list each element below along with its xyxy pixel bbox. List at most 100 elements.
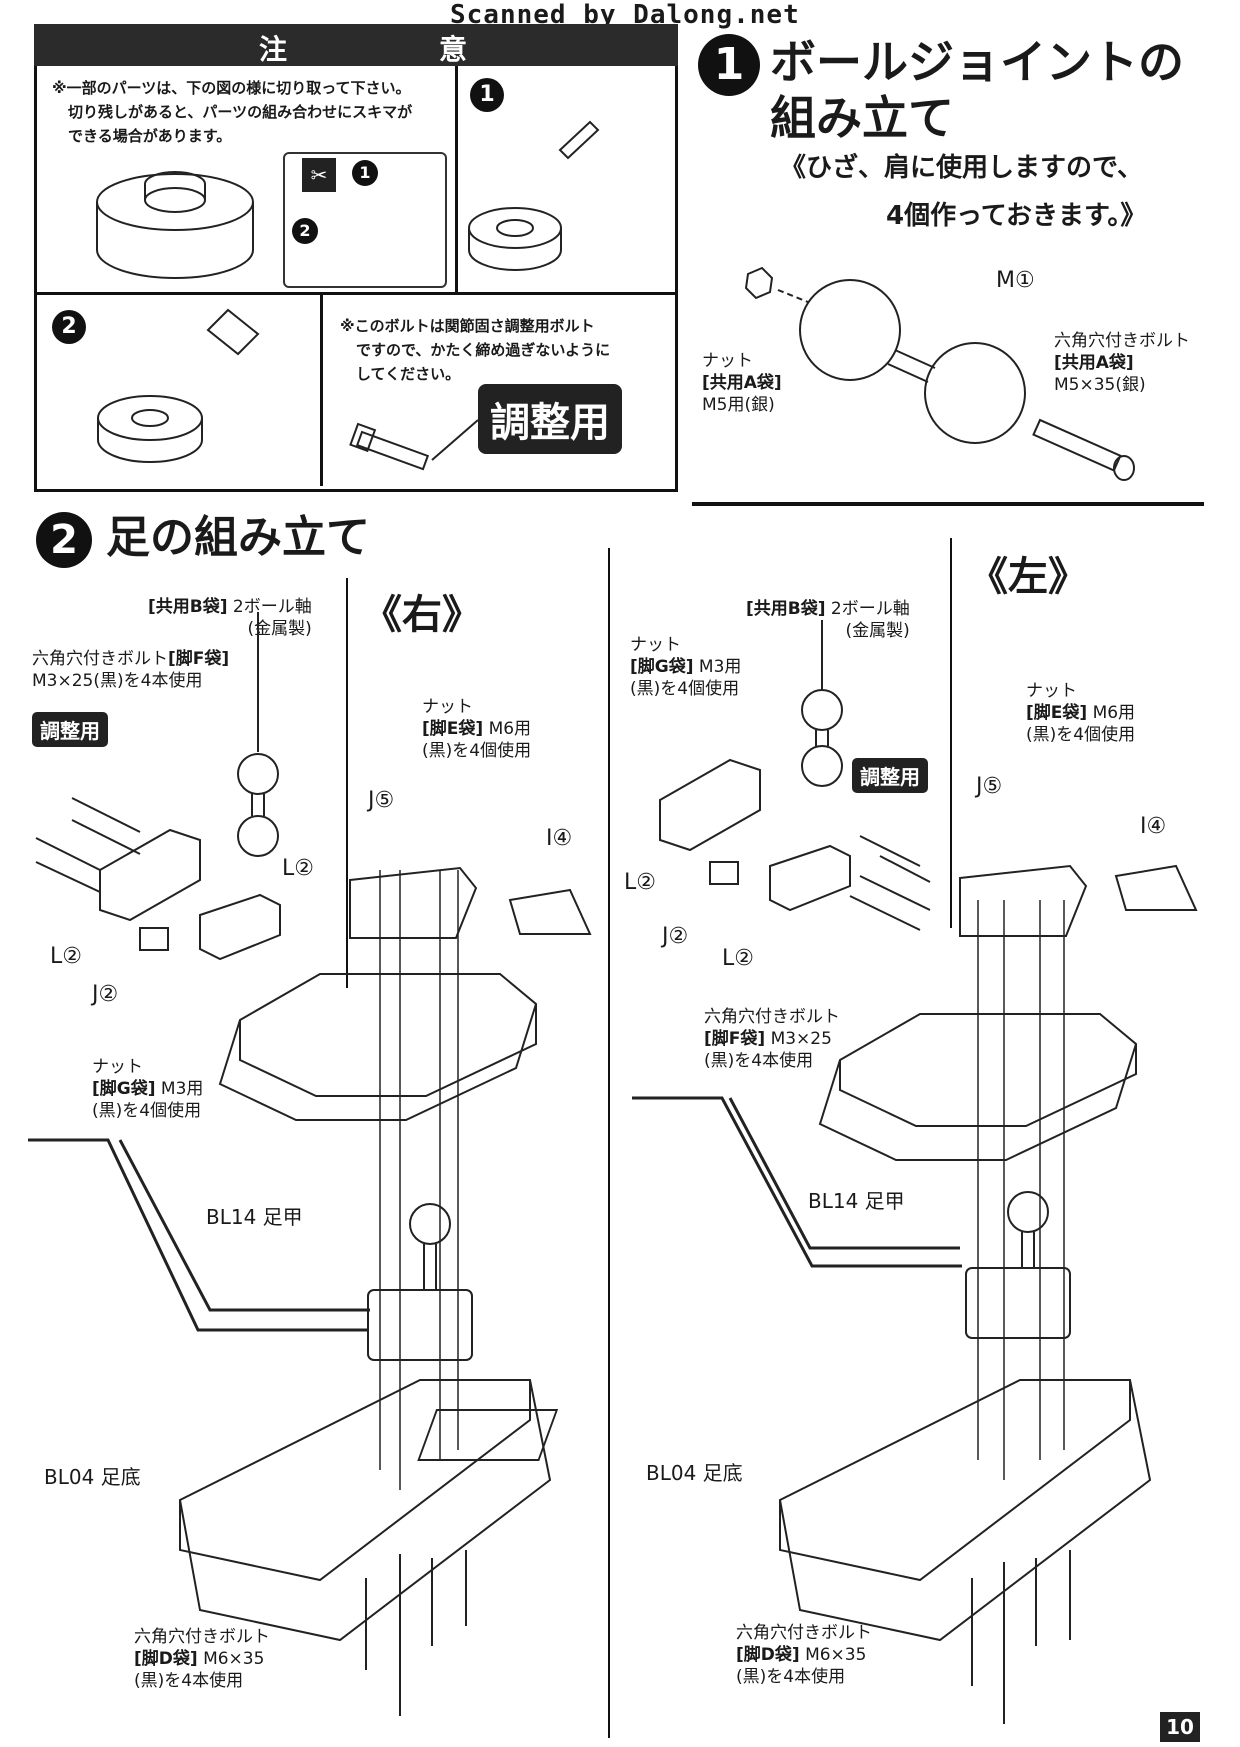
right-nut-e-bag: [脚E袋] xyxy=(422,719,484,739)
left-part-i4: I④ xyxy=(1140,814,1167,839)
section-1-subtitle-1: 《ひざ、肩に使用しますので、 xyxy=(780,153,1143,183)
right-nut-e-spec: M6用 xyxy=(488,719,532,739)
left-bolt-f-spec: M3×25 xyxy=(770,1029,832,1049)
left-part-j5: J⑤ xyxy=(976,774,1003,799)
left-bolt-f-bag: [脚F袋] xyxy=(704,1029,766,1049)
right-nut-g-name: ナット xyxy=(92,1057,143,1077)
bolt-note-line: してください。 xyxy=(356,365,461,383)
left-nut-g-spec: M3用 xyxy=(698,657,742,677)
left-nut-g-name: ナット xyxy=(630,635,681,655)
left-side-heading: 《左》 xyxy=(968,554,1088,600)
left-inner-divider xyxy=(950,538,952,928)
left-ankle-joint-illustration xyxy=(965,1191,1071,1339)
section-1-title: ボールジョイントの 組み立て xyxy=(770,34,1184,146)
left-nut-e-spec: M6用 xyxy=(1092,703,1136,723)
right-ball-shaft-name: 2ボール軸 xyxy=(232,597,312,617)
caution-cut-ring-step1 xyxy=(468,120,600,271)
left-nut-e-name: ナット xyxy=(1026,681,1077,701)
right-bolt-d-name: 六角穴付きボルト xyxy=(134,1627,270,1647)
section-2-center-divider xyxy=(608,548,610,1738)
bolt-caution-note: ※このボルトは関節固さ調整用ボルト ですので、かたく締め過ぎないように してくだ… xyxy=(340,314,610,386)
adjust-bolt-tag: 調整用 xyxy=(478,384,622,454)
left-part-l2-b: L② xyxy=(722,946,754,971)
right-ball-shaft-material: (金属製) xyxy=(247,619,312,639)
right-nut-e-label: ナット [脚E袋] M6用 (黒)を4個使用 xyxy=(422,696,531,762)
section-2-title: 足の組み立て xyxy=(106,512,370,563)
right-adjust-tag: 調整用 xyxy=(32,712,108,747)
right-bolt-d-spec: M6×35 xyxy=(203,1649,265,1669)
right-bolt-f-name: 六角穴付きボルト xyxy=(32,649,168,669)
cut-point-1-badge: 1 xyxy=(352,160,378,186)
left-part-j2: J② xyxy=(662,924,689,949)
right-part-i4: I④ xyxy=(546,826,573,851)
right-bolt-f-label: 六角穴付きボルト[脚F袋] M3×25(黒)を4本使用 xyxy=(32,648,229,692)
right-foot-sole-label: BL04 足底 xyxy=(44,1465,141,1489)
bolt-a-spec: M5×35(銀) xyxy=(1054,375,1146,395)
caution-cut-ring-step2 xyxy=(97,308,260,463)
left-foot-sole-illustration xyxy=(417,1379,1152,1724)
left-bolt-f-use: (黒)を4本使用 xyxy=(704,1051,814,1071)
left-ankle-bracket-illustration xyxy=(659,758,931,931)
page-number: 10 xyxy=(1160,1712,1200,1742)
right-nut-e-name: ナット xyxy=(422,697,473,717)
left-adjust-tag: 調整用 xyxy=(852,758,928,793)
right-ankle-bracket-illustration xyxy=(35,797,281,961)
nut-a-spec: M5用(銀) xyxy=(702,395,775,415)
right-foot-top-illustration xyxy=(218,866,592,1121)
bolt-note-line: ※このボルトは関節固さ調整用ボルト xyxy=(340,317,595,335)
cut-point-2-badge: 2 xyxy=(292,218,318,244)
right-bolt-d-label: 六角穴付きボルト [脚D袋] M6×35 (黒)を4本使用 xyxy=(134,1626,270,1692)
caution-note-line: できる場合があります。 xyxy=(68,127,232,145)
left-foot-top-illustration xyxy=(818,864,1198,1161)
bolt-a-bag: [共用A袋] xyxy=(1054,353,1134,373)
right-bolt-f-bag: [脚F袋] xyxy=(168,649,230,669)
section-1-underline xyxy=(692,502,1204,506)
left-nut-g-label: ナット [脚G袋] M3用 (黒)を4個使用 xyxy=(630,634,741,700)
ball-joint-illustration xyxy=(744,266,1135,481)
left-ball-shaft-bag: [共用B袋] xyxy=(746,599,826,619)
bolt-a-name: 六角穴付きボルト xyxy=(1054,331,1190,351)
part-m1-label: M① xyxy=(996,268,1035,293)
right-ball-shaft-bag: [共用B袋] xyxy=(148,597,228,617)
left-nut-g-bag: [脚G袋] xyxy=(630,657,694,677)
caution-note: ※一部のパーツは、下の図の様に切り取って下さい。 切り残しがあると、パーツの組み… xyxy=(52,76,412,148)
caution-note-line: ※一部のパーツは、下の図の様に切り取って下さい。 xyxy=(52,79,411,97)
caution-note-line: 切り残しがあると、パーツの組み合わせにスキマが xyxy=(68,103,413,121)
right-part-j2: J② xyxy=(92,982,119,1007)
right-bolt-d-use: (黒)を4本使用 xyxy=(134,1671,244,1691)
left-guide-lines xyxy=(632,900,1065,1480)
nut-a-bag: [共用A袋] xyxy=(702,373,782,393)
left-ball-shaft-name: 2ボール軸 xyxy=(830,599,910,619)
right-guide-lines xyxy=(28,870,459,1490)
right-inner-divider xyxy=(346,578,348,988)
left-bolt-d-name: 六角穴付きボルト xyxy=(736,1623,872,1643)
left-bolt-d-label: 六角穴付きボルト [脚D袋] M6×35 (黒)を4本使用 xyxy=(736,1622,872,1688)
caution-part-ring-illustration xyxy=(96,171,254,279)
nut-a-label: ナット [共用A袋] M5用(銀) xyxy=(702,350,782,416)
bolt-a-label: 六角穴付きボルト [共用A袋] M5×35(銀) xyxy=(1054,330,1190,396)
right-foot-top-label: BL14 足甲 xyxy=(206,1205,303,1229)
caution-divider-v1 xyxy=(455,66,458,292)
right-bolt-f-spec: M3×25(黒)を4本使用 xyxy=(32,671,203,691)
right-part-j5: J⑤ xyxy=(368,788,395,813)
caution-title-b: 意 xyxy=(439,33,468,66)
right-side-heading: 《右》 xyxy=(362,592,482,638)
bolt-note-line: ですので、かたく締め過ぎないように xyxy=(356,341,611,359)
right-nut-e-use: (黒)を4個使用 xyxy=(422,741,532,761)
left-bolt-d-spec: M6×35 xyxy=(805,1645,867,1665)
caution-step-1-badge: 1 xyxy=(470,78,504,112)
left-foot-sole-label: BL04 足底 xyxy=(646,1461,743,1485)
left-foot-top-label: BL14 足甲 xyxy=(808,1189,905,1213)
left-nut-e-use: (黒)を4個使用 xyxy=(1026,725,1136,745)
right-ball-shaft-label: [共用B袋] 2ボール軸 (金属製) xyxy=(148,596,312,640)
right-foot-sole-illustration xyxy=(178,1379,552,1716)
left-bolt-f-name: 六角穴付きボルト xyxy=(704,1007,840,1027)
caution-divider-v2 xyxy=(320,292,323,486)
section-1-number: 1 xyxy=(698,34,760,96)
caution-divider-h xyxy=(34,292,678,295)
cut-detail-inset xyxy=(283,152,447,288)
left-nut-e-bag: [脚E袋] xyxy=(1026,703,1088,723)
section-1-title-line: ボールジョイントの xyxy=(770,35,1184,89)
section-2-number: 2 xyxy=(36,512,92,568)
right-bolt-d-bag: [脚D袋] xyxy=(134,1649,198,1669)
